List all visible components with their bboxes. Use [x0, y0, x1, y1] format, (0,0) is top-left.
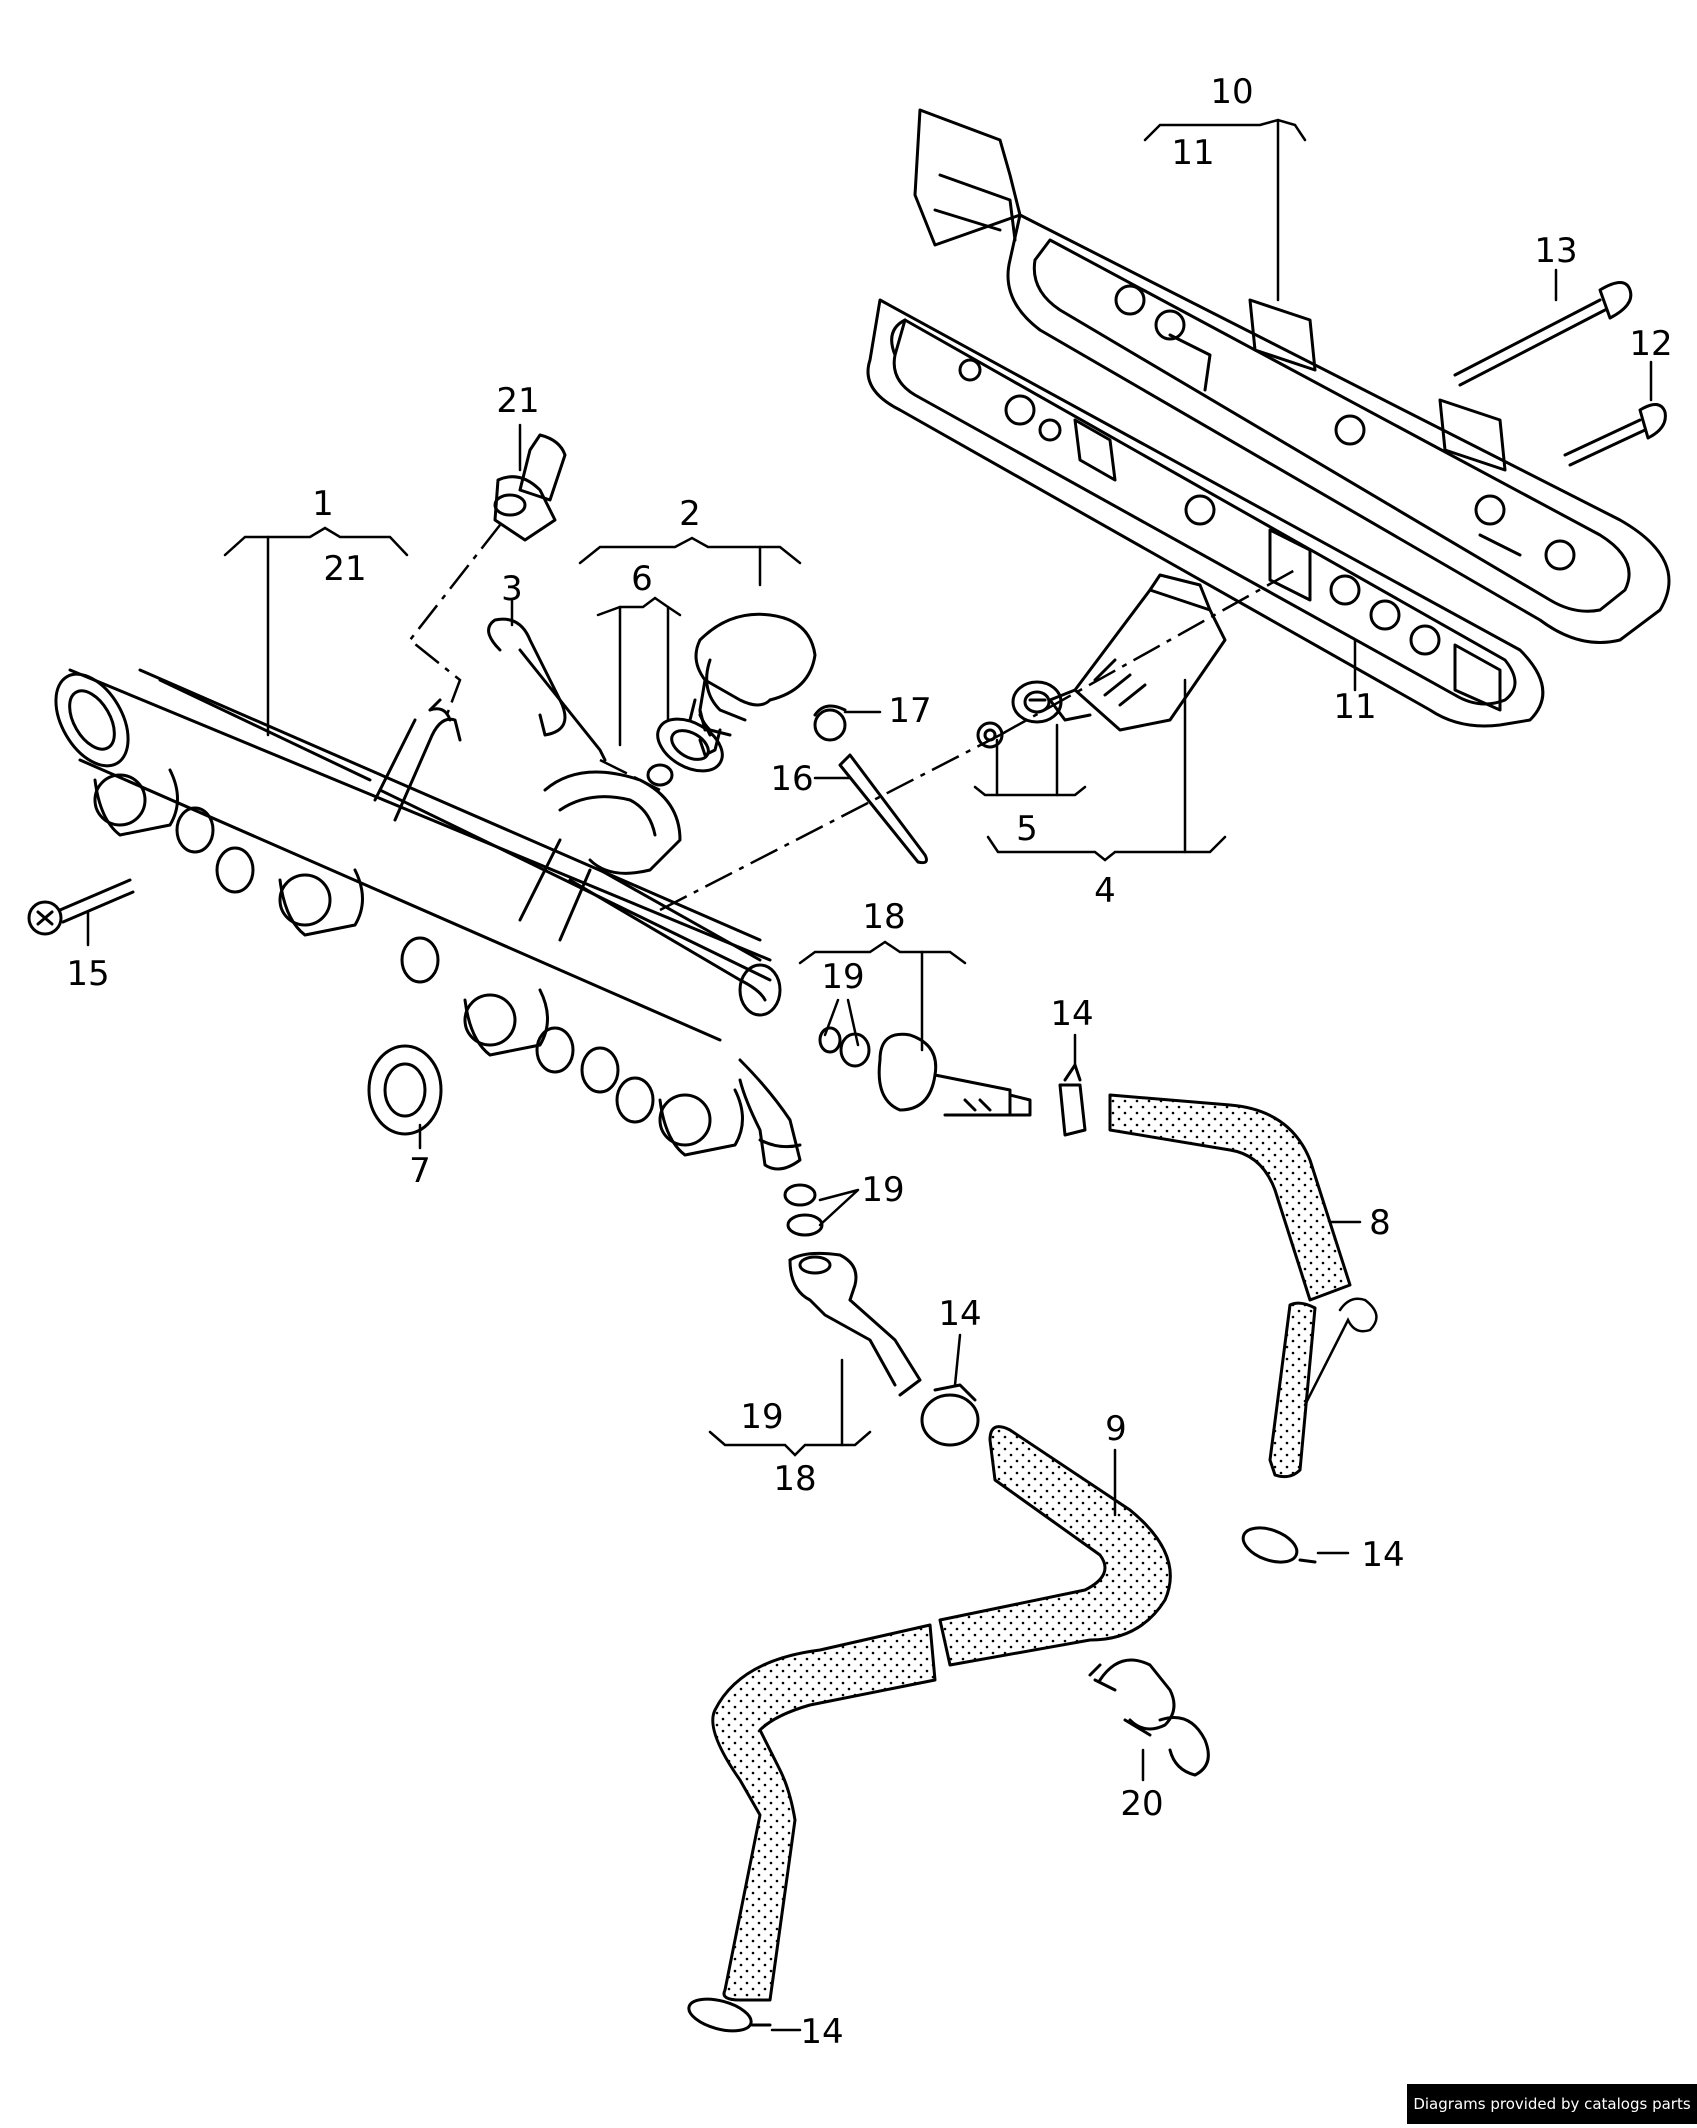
callout-16: 16 [770, 759, 813, 799]
injector-seals [976, 680, 1063, 749]
callout-6: 6 [631, 559, 653, 599]
bolt-12 [1563, 403, 1667, 467]
bolt-13 [1453, 281, 1633, 387]
clamp-14-right [1241, 1526, 1317, 1564]
callout-1: 1 [312, 484, 334, 524]
fuel-rail [54, 668, 802, 1171]
callout-18-bottom: 18 [773, 1459, 816, 1499]
regulator-seals [646, 717, 724, 787]
intake-manifold-lower [866, 298, 1545, 728]
callout-labels: 10 11 13 12 11 21 1 21 3 2 6 17 16 5 4 1… [66, 72, 1672, 2052]
callout-11-top: 11 [1171, 133, 1214, 173]
intake-manifold-upper [913, 108, 1671, 644]
callout-7: 7 [409, 1151, 431, 1191]
callout-21-bracket: 21 [323, 549, 366, 589]
callout-19-top: 19 [821, 957, 864, 997]
callout-14-middle: 14 [938, 1294, 981, 1334]
retaining-clip [487, 617, 607, 762]
clip-20 [1088, 1658, 1210, 1777]
fuel-injector [1028, 573, 1227, 732]
fuel-connector-21 [493, 433, 567, 542]
return-fitting [818, 1026, 1032, 1117]
callout-14-bottom: 14 [800, 2012, 843, 2052]
callout-17: 17 [888, 691, 931, 731]
lower-fitting [783, 1183, 922, 1397]
callout-4: 4 [1094, 871, 1116, 911]
callout-12: 12 [1629, 324, 1672, 364]
callout-21-top: 21 [496, 381, 539, 421]
clip-14-top [1058, 1063, 1087, 1137]
hose-8 [1108, 1093, 1352, 1302]
callout-10: 10 [1210, 72, 1253, 112]
hose-8-end [1268, 1301, 1317, 1479]
callout-3: 3 [501, 569, 523, 609]
callout-19-middle: 19 [861, 1170, 904, 1210]
bolt-15 [27, 878, 135, 936]
hose-9-upper [938, 1425, 1172, 1667]
callout-14-top: 14 [1050, 994, 1093, 1034]
callout-14-right: 14 [1361, 1535, 1404, 1575]
clamp-14-bottom [687, 1997, 772, 2033]
vacuum-hose-clip [813, 704, 847, 742]
callout-5: 5 [1016, 809, 1038, 849]
callout-8: 8 [1369, 1203, 1391, 1243]
vacuum-hose [838, 753, 928, 865]
pressure-regulator [688, 612, 817, 757]
callout-13: 13 [1534, 231, 1577, 271]
clip-14-middle [920, 1383, 980, 1447]
credit-banner: Diagrams provided by catalogs parts [1407, 2084, 1697, 2124]
callout-19-bottom: 19 [740, 1397, 783, 1437]
callout-20: 20 [1120, 1784, 1163, 1824]
callout-15: 15 [66, 954, 109, 994]
callout-9: 9 [1105, 1409, 1127, 1449]
seal-7 [367, 1044, 443, 1136]
hose-9-lower [711, 1623, 937, 2002]
callout-11-bottom: 11 [1333, 687, 1376, 727]
callout-2: 2 [679, 494, 701, 534]
callout-18-top: 18 [862, 897, 905, 937]
